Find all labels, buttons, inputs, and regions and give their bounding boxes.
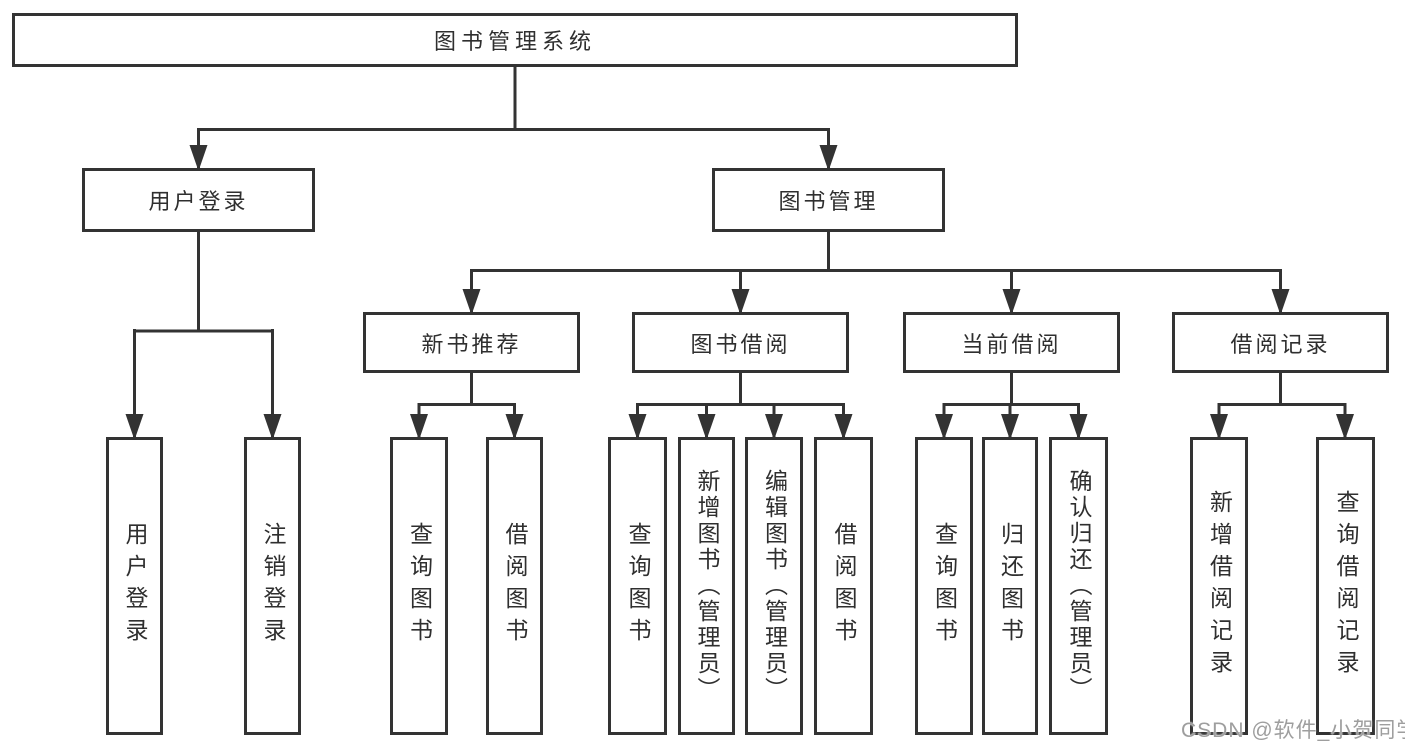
leaf-add-book-admin: 新增图书（管理员） [678, 437, 735, 735]
leaf-confirm-return-admin: 确认归还（管理员） [1049, 437, 1108, 735]
node-borrowing-records-label: 借阅记录 [1230, 331, 1331, 357]
node-user-login-label: 用户登录 [148, 189, 249, 214]
node-new-book-recommend: 新书推荐 [363, 312, 580, 373]
leaf-borrow-book-recommend-label: 借阅图书 [502, 522, 528, 650]
leaf-query-book-recommend: 查询图书 [390, 437, 448, 735]
node-book-borrowing-label: 图书借阅 [690, 331, 791, 357]
leaf-edit-book-admin: 编辑图书（管理员） [745, 437, 803, 735]
leaf-borrow-book-recommend: 借阅图书 [486, 437, 543, 735]
leaf-user-login-label: 用户登录 [122, 522, 148, 650]
leaf-logout-label: 注销登录 [260, 522, 286, 650]
tree-edges [133, 67, 1347, 440]
leaf-add-borrow-record-label: 新增借阅记录 [1206, 490, 1233, 682]
leaf-query-book-current: 查询图书 [915, 437, 973, 735]
node-root-system-label: 图书管理系统 [433, 29, 596, 54]
node-book-management-label: 图书管理 [778, 189, 879, 214]
leaf-borrow-book: 借阅图书 [814, 437, 873, 735]
leaf-return-book-label: 归还图书 [997, 522, 1024, 650]
leaf-query-book-recommend-label: 查询图书 [406, 522, 433, 650]
node-new-book-recommend-label: 新书推荐 [421, 331, 522, 357]
leaf-query-book-borrow: 查询图书 [608, 437, 667, 735]
leaf-logout: 注销登录 [244, 437, 301, 735]
leaf-return-book: 归还图书 [982, 437, 1038, 735]
leaf-user-login: 用户登录 [106, 437, 163, 735]
node-current-borrowing: 当前借阅 [903, 312, 1120, 373]
leaf-add-borrow-record: 新增借阅记录 [1190, 437, 1248, 735]
node-current-borrowing-label: 当前借阅 [961, 331, 1062, 357]
leaf-query-book-current-label: 查询图书 [931, 522, 958, 650]
node-root-system: 图书管理系统 [12, 13, 1018, 67]
node-book-borrowing: 图书借阅 [632, 312, 849, 373]
leaf-confirm-return-admin-label: 确认归还（管理员） [1066, 469, 1092, 703]
leaf-add-book-admin-label: 新增图书（管理员） [694, 469, 720, 703]
leaf-edit-book-admin-label: 编辑图书（管理员） [761, 469, 788, 703]
csdn-watermark: CSDN @软件_小贺同学 [1181, 719, 1405, 742]
leaf-query-borrow-record: 查询借阅记录 [1316, 437, 1375, 735]
leaf-borrow-book-label: 借阅图书 [831, 522, 857, 650]
node-user-login: 用户登录 [82, 168, 315, 232]
leaf-query-book-borrow-label: 查询图书 [625, 522, 651, 650]
node-book-management: 图书管理 [712, 168, 945, 232]
node-borrowing-records: 借阅记录 [1172, 312, 1389, 373]
leaf-query-borrow-record-label: 查询借阅记录 [1333, 490, 1359, 682]
